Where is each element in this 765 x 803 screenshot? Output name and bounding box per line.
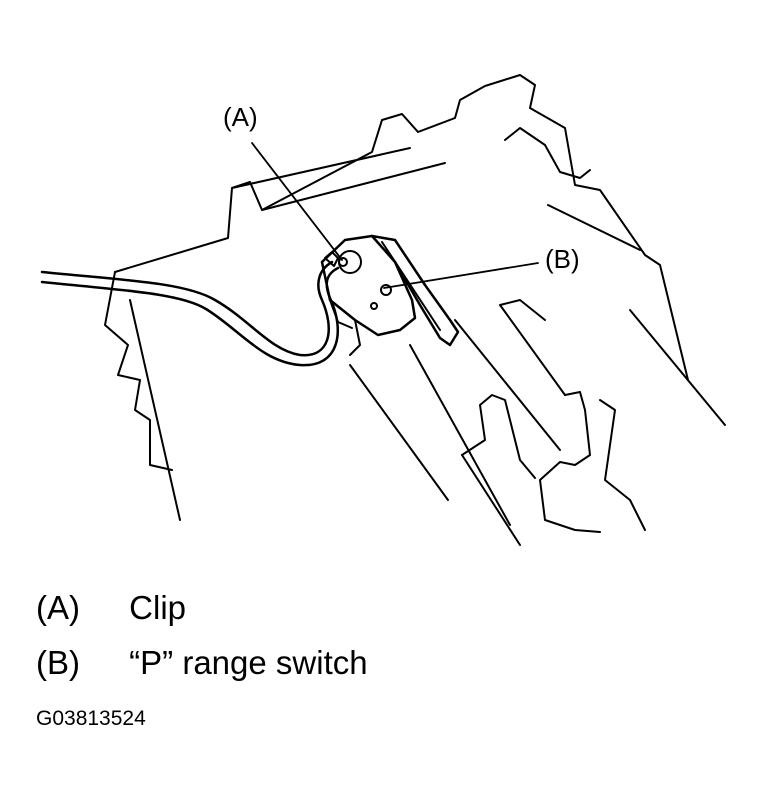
housing-notch: [504, 127, 591, 179]
legend-label: “P” range switch: [129, 644, 368, 681]
legend-row-p-range-switch: (B) “P” range switch: [36, 646, 368, 679]
housing-outline: [114, 74, 689, 381]
callout-b: (B): [545, 244, 580, 274]
clip-ring: [338, 250, 362, 274]
leader-line-a: [251, 142, 343, 261]
legend-row-clip: (A) Clip: [36, 591, 186, 624]
legend-label: Clip: [129, 589, 187, 626]
legend-code: (B): [36, 644, 80, 681]
switch-body: [320, 234, 417, 337]
right-step-outline: [539, 391, 601, 533]
legend-code: (A): [36, 589, 80, 626]
housing-top-edge: [231, 147, 411, 189]
housing-inner-edge: [261, 162, 446, 211]
callout-a: (A): [223, 102, 258, 132]
right-lower-edge: [599, 399, 646, 531]
housing-ridge-right: [547, 204, 641, 251]
clip-center: [338, 257, 348, 267]
switch-lever: [370, 234, 460, 347]
leader-line-b: [383, 262, 539, 289]
center-lower-step: [461, 394, 536, 479]
figure-id: G03813524: [36, 707, 146, 730]
clip-tab: [324, 251, 339, 267]
wire-harness-outer: [40, 260, 334, 357]
transmission-line-drawing: [40, 74, 726, 546]
center-lower-edge: [461, 454, 521, 546]
right-mid-line: [499, 299, 566, 396]
switch-bolt: [380, 284, 392, 296]
wire-harness-inner: [40, 266, 340, 367]
center-face-line-3: [454, 319, 561, 451]
center-face-line-2: [409, 344, 511, 526]
right-diagonal: [629, 309, 726, 426]
left-body-line: [129, 299, 181, 521]
switch-lever-inner: [381, 241, 441, 331]
switch-bracket: [329, 299, 361, 356]
left-body-edge: [104, 271, 173, 471]
switch-pin: [370, 302, 378, 310]
center-face-line-1: [349, 364, 449, 501]
